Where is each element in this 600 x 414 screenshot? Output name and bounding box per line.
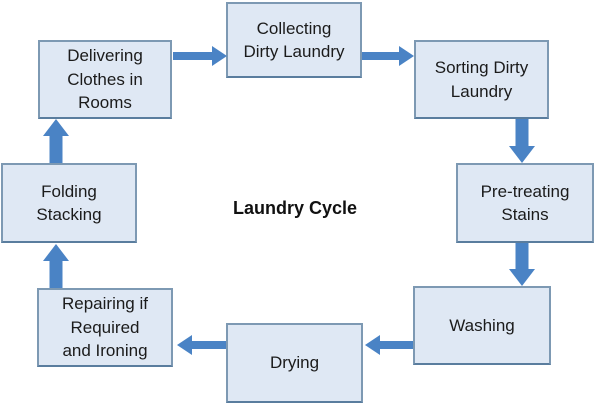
node-washing: Washing — [413, 286, 551, 365]
arrow-shaft — [173, 52, 213, 60]
node-label-folding: Folding Stacking — [36, 181, 102, 224]
node-label-sorting: Sorting Dirty Laundry — [434, 58, 529, 101]
arrow-head-icon — [509, 146, 535, 163]
arrow-shaft — [515, 243, 529, 270]
arrow-head-icon — [43, 244, 69, 261]
node-label-delivering: Delivering Clothes in Rooms — [67, 46, 143, 113]
arrow-head-icon — [177, 335, 192, 355]
arrow-pretreating-to-washing — [508, 243, 536, 286]
node-label-repairing: Repairing if Required and Ironing — [62, 294, 148, 361]
arrow-drying-to-repairing — [177, 334, 226, 356]
arrow-delivering-to-collecting — [173, 45, 227, 67]
arrow-shaft — [379, 341, 413, 349]
arrow-collecting-to-sorting — [362, 45, 414, 67]
node-sorting-dirty-laundry: Sorting Dirty Laundry — [414, 40, 549, 119]
arrow-washing-to-drying — [365, 334, 413, 356]
node-label-drying: Drying — [269, 353, 320, 373]
node-collecting-dirty-laundry: Collecting Dirty Laundry — [226, 2, 362, 78]
diagram-title: Laundry Cycle — [232, 198, 358, 218]
arrow-head-icon — [399, 46, 414, 66]
arrow-shaft — [49, 260, 63, 288]
arrow-head-icon — [365, 335, 380, 355]
node-label-collecting: Collecting Dirty Laundry — [243, 18, 345, 61]
arrow-shaft — [515, 119, 529, 147]
node-repairing-and-ironing: Repairing if Required and Ironing — [37, 288, 173, 367]
arrow-head-icon — [509, 269, 535, 286]
arrow-folding-to-delivering — [42, 119, 70, 163]
arrow-head-icon — [43, 119, 69, 136]
node-label-pretreating: Pre-treating Stains — [480, 181, 570, 224]
arrow-shaft — [191, 341, 226, 349]
arrow-sorting-to-pretreating — [508, 119, 536, 163]
arrow-head-icon — [212, 46, 227, 66]
node-delivering-clothes-in-rooms: Delivering Clothes in Rooms — [38, 40, 172, 119]
node-drying: Drying — [226, 323, 363, 403]
arrow-shaft — [49, 135, 63, 163]
node-folding-stacking: Folding Stacking — [1, 163, 137, 243]
node-pre-treating-stains: Pre-treating Stains — [456, 163, 594, 243]
arrow-shaft — [362, 52, 400, 60]
arrow-repairing-to-folding — [42, 244, 70, 288]
node-label-washing: Washing — [449, 315, 515, 335]
